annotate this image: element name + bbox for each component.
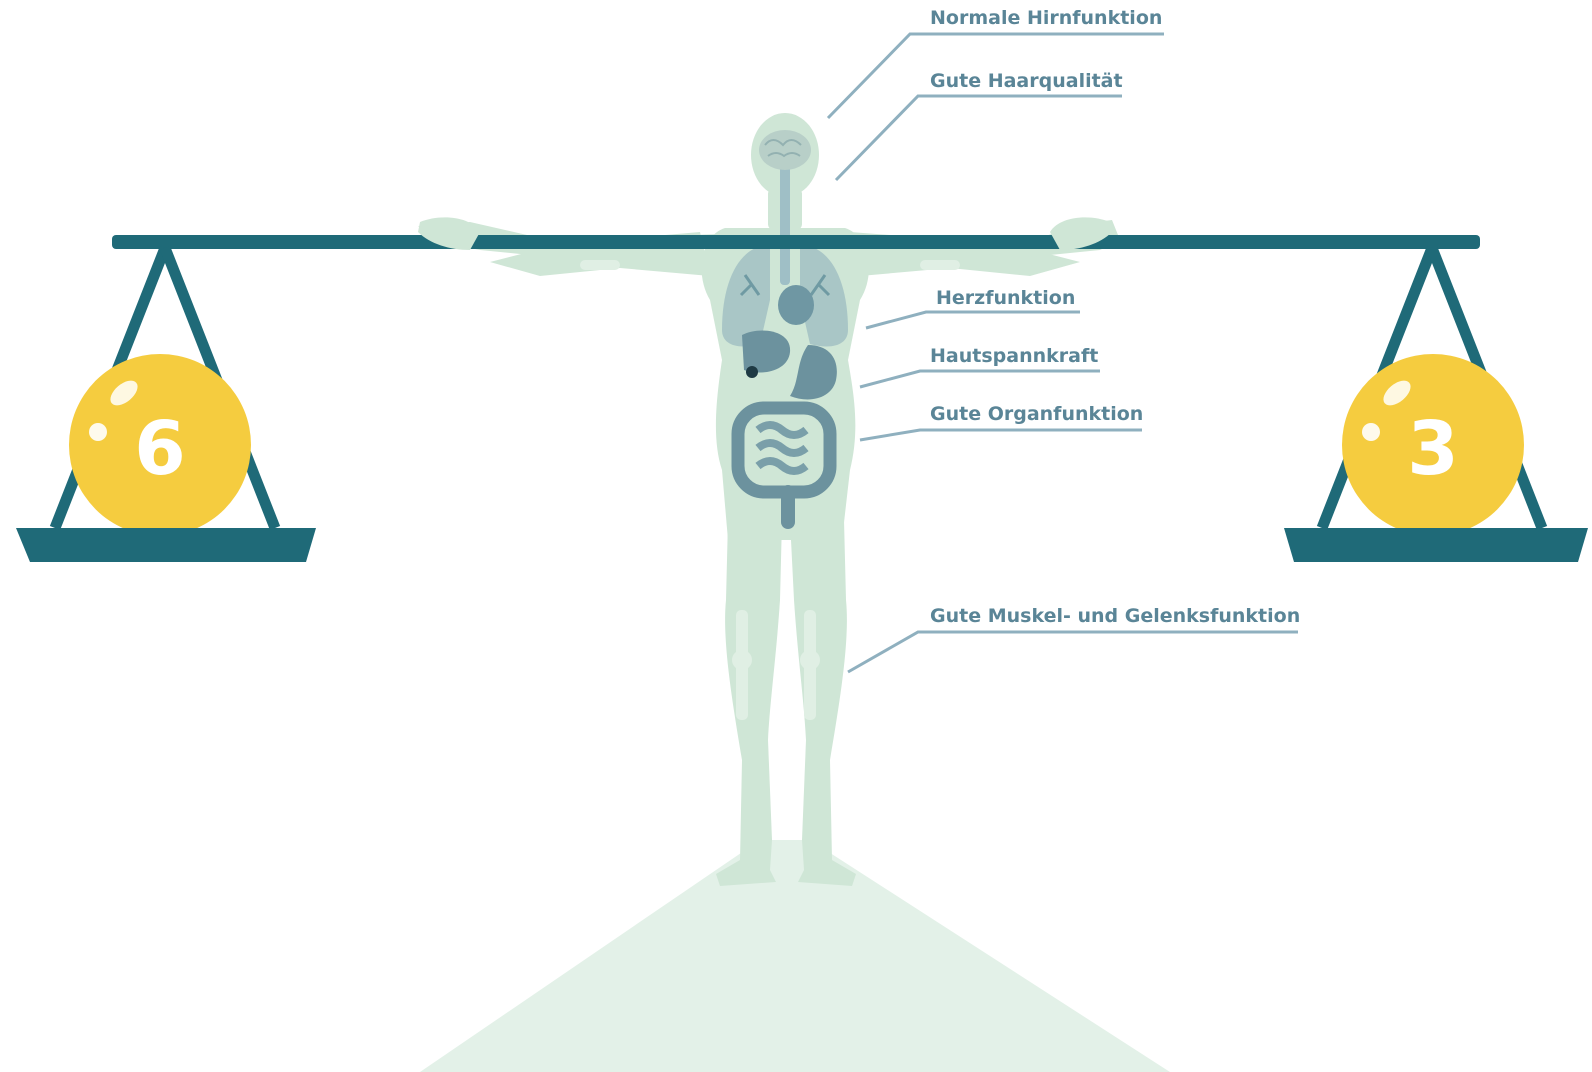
right-weight-label: 3 [1407,406,1459,492]
label-organ: Gute Organfunktion [930,403,1143,425]
label-heart: Herzfunktion [936,287,1075,309]
leader-line-heart [866,312,1080,328]
label-hair: Gute Haarqualität [930,70,1123,92]
leader-line-muscle [848,632,1298,672]
left-weight-label: 6 [134,406,186,492]
label-brain: Normale Hirnfunktion [930,7,1162,29]
brain-icon [759,130,811,170]
balance-beam [112,235,1480,249]
leader-line-hair [836,96,1122,180]
left-pan [16,528,316,562]
heart-icon [778,285,814,325]
human-body-icon [418,113,1120,886]
right-pan [1284,528,1588,562]
label-skin: Hautspannkraft [930,345,1098,367]
labels: Normale Hirnfunktion Gute Haarqualität H… [930,7,1300,627]
pedestal [420,840,1170,1072]
right-scale: 3 [1284,248,1588,562]
leader-line-skin [860,371,1100,387]
leader-line-organ [860,430,1142,440]
label-muscle: Gute Muskel- und Gelenksfunktion [930,605,1300,627]
left-scale: 6 [16,248,316,562]
